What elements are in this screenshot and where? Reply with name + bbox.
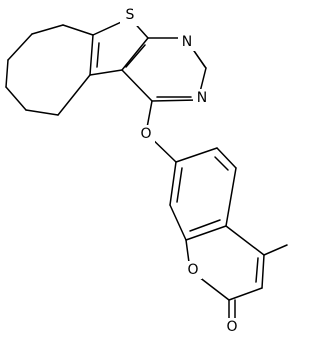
nitrogen-atom-label-lower: N bbox=[197, 90, 207, 106]
chemical-structure-drawing: S N N O O O bbox=[5, 5, 288, 336]
bond bbox=[7, 33, 33, 61]
bond bbox=[261, 254, 265, 289]
bond bbox=[121, 69, 153, 102]
bond bbox=[31, 24, 64, 35]
bond bbox=[169, 161, 177, 206]
nitrogen-atom-label-upper: N bbox=[182, 34, 192, 50]
bond bbox=[5, 86, 27, 111]
bond bbox=[228, 287, 263, 301]
atom-labels: S N N O O O bbox=[120, 5, 241, 336]
ring-oxygen-label: O bbox=[187, 262, 198, 278]
bond bbox=[62, 24, 94, 36]
bond bbox=[89, 69, 123, 76]
carbonyl-oxygen-label: O bbox=[226, 319, 237, 335]
bond bbox=[175, 147, 218, 163]
thiophene-ring bbox=[89, 17, 149, 76]
sulfur-atom-label: S bbox=[126, 7, 135, 23]
bond bbox=[89, 34, 94, 76]
bond bbox=[96, 42, 100, 68]
bond bbox=[255, 257, 259, 283]
bond bbox=[169, 204, 187, 241]
bond bbox=[25, 109, 59, 116]
bond bbox=[189, 219, 221, 232]
bond bbox=[225, 167, 237, 227]
cycloheptane-ring bbox=[5, 24, 94, 116]
bond bbox=[185, 225, 227, 241]
bond bbox=[57, 74, 91, 116]
substituents bbox=[228, 244, 288, 325]
bond bbox=[263, 244, 288, 256]
bond bbox=[225, 225, 265, 256]
bond bbox=[125, 44, 146, 68]
coumarin-benzene-ring bbox=[169, 147, 237, 241]
bond bbox=[176, 167, 183, 203]
ether-oxygen-label: O bbox=[140, 126, 151, 142]
bond bbox=[151, 99, 199, 102]
bond bbox=[214, 156, 229, 171]
bond bbox=[121, 37, 149, 71]
bond bbox=[5, 59, 9, 88]
bond bbox=[216, 147, 237, 169]
